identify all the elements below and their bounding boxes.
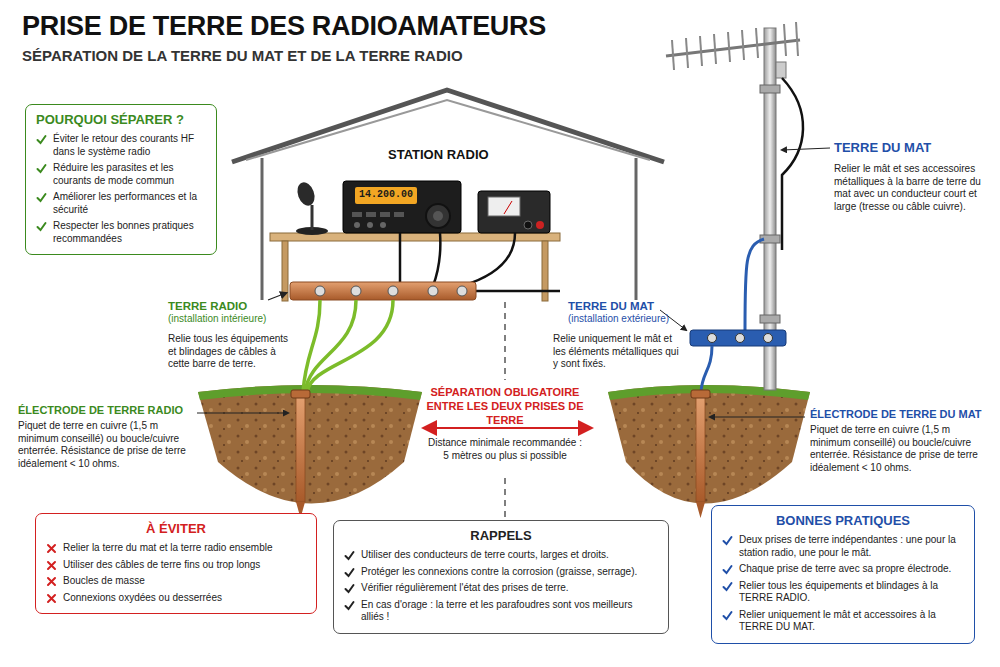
list-item: Boucles de masse <box>46 575 306 588</box>
check-icon <box>36 134 47 145</box>
item-text: Utiliser des conducteurs de terre courts… <box>361 549 609 562</box>
list-item: En cas d'orage : la terre et les parafou… <box>344 599 658 624</box>
check-icon <box>722 535 733 546</box>
check-icon <box>722 564 733 575</box>
list-item: Respecter les bonnes pratiques recommand… <box>36 220 206 245</box>
item-text: Deux prises de terre indépendantes : une… <box>739 534 964 559</box>
cross-icon <box>46 560 57 571</box>
info-box: À ÉVITER Relier la terre du mat et la ter… <box>35 513 317 614</box>
list-item: Deux prises de terre indépendantes : une… <box>722 534 964 559</box>
label: Relie tous les équipements et blindages … <box>168 333 290 371</box>
box-heading: BONNES PRATIQUES <box>722 513 964 528</box>
label: Piquet de terre en cuivre (1,5 m minimum… <box>810 424 992 474</box>
box-heading: À ÉVITER <box>46 521 306 536</box>
label: Relie uniquement le mât et les éléments … <box>553 333 685 371</box>
label: 14.200.00 <box>355 189 417 202</box>
label: TERRE RADIO <box>168 299 247 313</box>
item-text: Boucles de masse <box>63 575 145 588</box>
check-icon <box>36 221 47 232</box>
info-box: RAPPELS Utiliser des conducteurs de terre… <box>333 520 669 634</box>
label: SÉPARATION DE LA TERRE DU MAT ET DE LA T… <box>22 47 463 66</box>
list-item: Éviter le retour des courants HF dans le… <box>36 133 206 158</box>
item-text: Réduire les parasites et les courants de… <box>53 162 206 187</box>
label: Distance minimale recommandée : 5 mètres… <box>425 437 585 462</box>
list-item: Protéger les connexions contre la corros… <box>344 566 658 579</box>
check-icon <box>344 567 355 578</box>
cross-icon <box>46 543 57 554</box>
item-text: Relier uniquement le mât et accessoires … <box>739 609 964 634</box>
list-item: Améliorer les performances et la sécurit… <box>36 191 206 216</box>
label: (installation intérieure) <box>168 313 266 326</box>
label: TERRE DU MAT <box>568 299 654 313</box>
box-heading: RAPPELS <box>344 528 658 543</box>
item-text: Respecter les bonnes pratiques recommand… <box>53 220 206 245</box>
item-text: Relier tous les équipements et blindages… <box>739 580 964 605</box>
list-item: Utiliser des conducteurs de terre courts… <box>344 549 658 562</box>
item-text: Chaque prise de terre avec sa propre éle… <box>739 563 951 576</box>
label: STATION RADIO <box>388 147 489 163</box>
label: TERRE DU MAT <box>834 140 931 156</box>
label: ÉLECTRODE DE TERRE DU MAT <box>810 408 982 422</box>
check-icon <box>36 163 47 174</box>
item-text: Relier la terre du mat et la terre radio… <box>63 542 273 555</box>
item-text: Connexions oxydées ou desserrées <box>63 592 222 605</box>
list-item: Relier uniquement le mât et accessoires … <box>722 609 964 634</box>
check-icon <box>344 600 355 611</box>
item-text: Vérifier régulièrement l'état des prises… <box>361 582 569 595</box>
check-icon <box>722 610 733 621</box>
check-icon <box>344 583 355 594</box>
item-text: Éviter le retour des courants HF dans le… <box>53 133 206 158</box>
list-item: Vérifier régulièrement l'état des prises… <box>344 582 658 595</box>
list-item: Connexions oxydées ou desserrées <box>46 592 306 605</box>
list-item: Utiliser des câbles de terre fins ou tro… <box>46 559 306 572</box>
label: SÉPARATION OBLIGATOIRE ENTRE LES DEUX PR… <box>415 386 595 427</box>
check-icon <box>344 550 355 561</box>
label: (installation extérieure) <box>568 313 669 326</box>
info-box: BONNES PRATIQUES Deux prises de terre ind… <box>711 505 975 644</box>
title: PRISE DE TERRE DES RADIOAMATEURS <box>22 10 546 44</box>
item-text: Améliorer les performances et la sécurit… <box>53 191 206 216</box>
item-text: En cas d'orage : la terre et les parafou… <box>361 599 658 624</box>
item-text: Utiliser des câbles de terre fins ou tro… <box>63 559 260 572</box>
cross-icon <box>46 593 57 604</box>
check-icon <box>36 192 47 203</box>
label: Relier le mât et ses accessoires métalli… <box>834 163 984 213</box>
label: Piquet de terre en cuivre (1,5 m minimum… <box>18 420 194 470</box>
list-item: Réduire les parasites et les courants de… <box>36 162 206 187</box>
info-box: POURQUOI SÉPARER ? Éviter le retour des c… <box>25 104 217 255</box>
check-icon <box>722 581 733 592</box>
box-heading: POURQUOI SÉPARER ? <box>36 112 206 127</box>
list-item: Relier tous les équipements et blindages… <box>722 580 964 605</box>
list-item: Relier la terre du mat et la terre radio… <box>46 542 306 555</box>
list-item: Chaque prise de terre avec sa propre éle… <box>722 563 964 576</box>
item-text: Protéger les connexions contre la corros… <box>361 566 637 579</box>
label: ÉLECTRODE DE TERRE RADIO <box>18 404 183 418</box>
cross-icon <box>46 576 57 587</box>
